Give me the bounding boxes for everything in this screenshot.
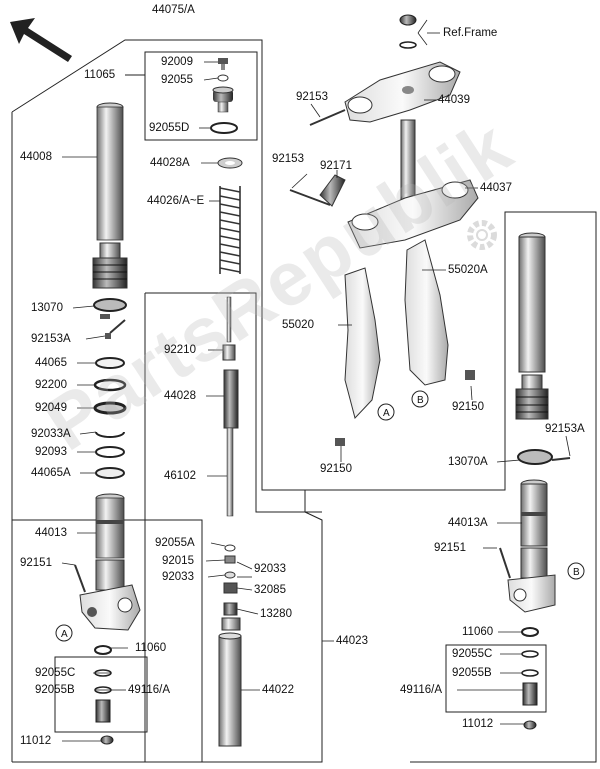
callout-circle-a-right bbox=[377, 403, 395, 421]
part-label-92151-right: 92151 bbox=[434, 542, 466, 554]
part-label-44008: 44008 bbox=[20, 151, 52, 163]
front-arrow-icon bbox=[10, 18, 72, 62]
part-label-92055C-right: 92055C bbox=[452, 648, 493, 660]
part-label-13280: 13280 bbox=[260, 608, 292, 620]
outer-tube-left bbox=[92, 102, 128, 289]
callout-label-b-guard: B bbox=[417, 395, 424, 406]
inner-tube-left bbox=[95, 493, 125, 559]
part-label-92055B-left: 92055B bbox=[35, 684, 75, 696]
axle-bracket-left bbox=[74, 559, 141, 655]
part-label-13070A: 13070A bbox=[448, 456, 488, 468]
part-label-92153A-right: 92153A bbox=[545, 423, 585, 435]
cartridge-outline bbox=[145, 292, 322, 513]
part-label-92055B-right: 92055B bbox=[452, 667, 492, 679]
inner-tube-right bbox=[499, 479, 556, 637]
part-label-49116A-right: 49116/A bbox=[400, 684, 442, 696]
valve-right bbox=[522, 682, 538, 706]
part-label-49116A-left: 49116/A bbox=[128, 684, 170, 696]
part-label-44028: 44028 bbox=[164, 390, 196, 402]
lower-triple-clamp bbox=[289, 119, 479, 249]
part-label-92093: 92093 bbox=[35, 446, 67, 458]
callout-circle-b-guard bbox=[411, 390, 429, 408]
part-label-92153A-left: 92153A bbox=[31, 333, 71, 345]
part-label-32085: 32085 bbox=[254, 584, 286, 596]
part-label-11060-left: 11060 bbox=[135, 642, 167, 654]
part-label-44023: 44023 bbox=[336, 635, 368, 647]
part-label-44037: 44037 bbox=[480, 182, 512, 194]
assembly-outline-left bbox=[11, 39, 323, 763]
cartridge-rod bbox=[218, 296, 242, 747]
part-label-92153-mid: 92153 bbox=[272, 153, 304, 165]
part-label-92210: 92210 bbox=[164, 344, 196, 356]
part-label-44065A: 44065A bbox=[31, 467, 71, 479]
part-label-44013A: 44013A bbox=[448, 517, 488, 529]
part-label-92033A: 92033A bbox=[31, 428, 71, 440]
seal-stack-left bbox=[93, 357, 127, 479]
part-label-44039: 44039 bbox=[438, 94, 470, 106]
part-label-92150-right: 92150 bbox=[452, 401, 484, 413]
part-label-92055A: 92055A bbox=[155, 537, 195, 549]
part-label-92015: 92015 bbox=[162, 555, 194, 567]
part-label-92200: 92200 bbox=[35, 379, 67, 391]
part-label-44065: 44065 bbox=[35, 357, 67, 369]
part-label-44022: 44022 bbox=[262, 684, 294, 696]
part-label-92151-left: 92151 bbox=[20, 557, 52, 569]
cap-bolt-part bbox=[210, 58, 238, 134]
callout-label-a-right: A bbox=[383, 408, 390, 419]
part-label-11012-left: 11012 bbox=[20, 735, 52, 747]
part-label-92033-a: 92033 bbox=[162, 571, 194, 583]
cap-kit-box bbox=[144, 51, 258, 141]
part-label-44028A: 44028A bbox=[150, 157, 190, 169]
part-label-92055D: 92055D bbox=[149, 122, 190, 134]
upper-triple-clamp bbox=[309, 14, 461, 126]
part-label-92033-b: 92033 bbox=[254, 563, 286, 575]
part-label-44026AE: 44026/A~E bbox=[147, 195, 205, 207]
seal-kit-box-right bbox=[445, 644, 547, 713]
clamp-13070 bbox=[93, 298, 127, 339]
part-label-92009: 92009 bbox=[161, 56, 193, 68]
fork-guard-left bbox=[344, 267, 381, 419]
part-label-92049: 92049 bbox=[35, 402, 67, 414]
callout-label-b-right: B bbox=[573, 567, 580, 578]
part-label-92171: 92171 bbox=[320, 160, 352, 172]
part-label-92055C-left: 92055C bbox=[35, 667, 76, 679]
assembly-outline-right bbox=[262, 211, 597, 763]
part-label-11060-right: 11060 bbox=[462, 626, 494, 638]
part-label-92153-top: 92153 bbox=[296, 91, 328, 103]
outer-tube-right bbox=[515, 232, 549, 420]
valve-left bbox=[95, 699, 111, 723]
part-label-11012-right: 11012 bbox=[462, 718, 494, 730]
spring-part bbox=[219, 186, 241, 274]
part-label-55020A: 55020A bbox=[448, 264, 488, 276]
part-label-44013: 44013 bbox=[35, 527, 67, 539]
callout-circle-a-left bbox=[55, 624, 73, 642]
part-label-92055: 92055 bbox=[161, 74, 193, 86]
part-label-13070: 13070 bbox=[31, 302, 63, 314]
callout-circle-b-right bbox=[567, 562, 585, 580]
ref-frame-label: Ref.Frame bbox=[443, 27, 498, 39]
callout-label-a-left: A bbox=[61, 629, 68, 640]
clamp-13070A bbox=[517, 449, 553, 465]
seal-kit-box-left bbox=[54, 656, 148, 733]
gear-icon bbox=[467, 220, 497, 250]
part-label-44075A: 44075/A bbox=[152, 4, 195, 16]
fork-guard-right bbox=[404, 239, 449, 386]
part-label-11065: 11065 bbox=[84, 69, 116, 81]
part-label-46102: 46102 bbox=[164, 470, 196, 482]
part-label-55020: 55020 bbox=[282, 319, 314, 331]
part-label-92150-left: 92150 bbox=[320, 463, 352, 475]
leader-lines bbox=[61, 19, 571, 742]
